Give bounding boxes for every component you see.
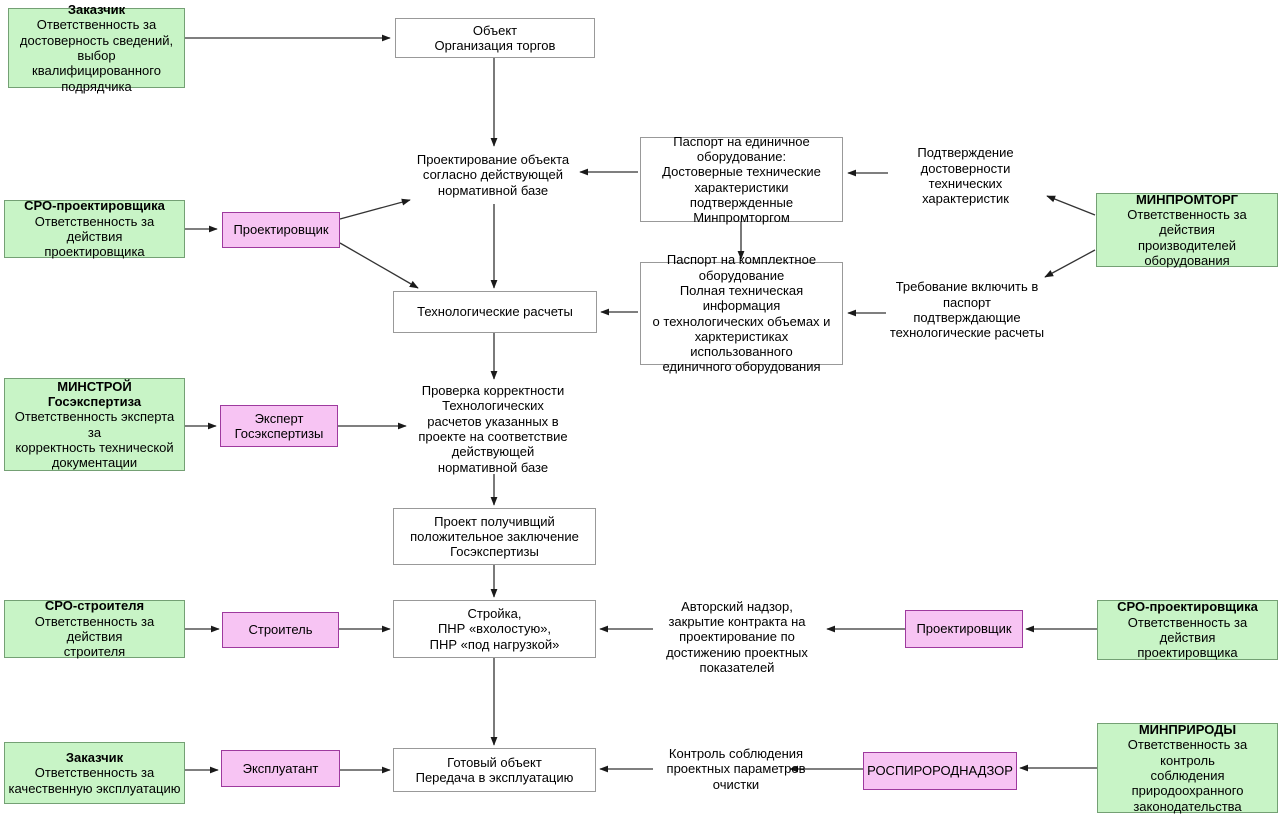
node-title: МИНПРОМТОРГ [1135,191,1239,207]
label-text: Авторский надзор, закрытие контракта на … [666,598,808,675]
label-text: Проверка корректности Технологических ра… [418,383,568,475]
node-title: МИНПРИРОДЫ [1138,722,1237,738]
node-text: Технологические расчеты [417,304,573,320]
node-title: СРО-проектировщика [1117,599,1258,615]
node-title: Заказчик [65,750,124,765]
label-confirmation-characteristics: Подтверждение достоверности технических … [888,144,1043,208]
node-sro-builder: СРО-строителя Ответственность за действи… [4,598,185,660]
node-body: Ответственность за действия проектировщи… [1127,614,1248,661]
node-text: Проектировщик [916,621,1012,637]
label-author-supervision: Авторский надзор, закрытие контракта на … [650,594,824,680]
label-correctness-check: Проверка корректности Технологических ра… [400,382,586,476]
node-body: Ответственность эксперта за корректность… [14,409,175,471]
node-text: Стройка, ПНР «вхолостую», ПНР «под нагру… [429,606,560,652]
node-text: Эксперт Госэкспертизы [234,410,324,441]
label-text: Подтверждение достоверности технических … [917,145,1014,207]
node-rospirorodnadzor: РОСПИРОРОДНАДЗОР [863,752,1017,790]
node-text: Паспорт на комплектное оборудование Полн… [652,252,831,375]
node-title: СРО-проектировщика [24,198,165,214]
node-object-tender: Объект Организация торгов [395,18,595,58]
label-text: Контроль соблюдения проектных параметров… [666,746,806,792]
node-construction: Стройка, ПНР «вхолостую», ПНР «под нагру… [393,600,596,658]
node-customer-bottom: Заказчик Ответственность за качественную… [4,742,185,804]
node-customer-top: Заказчик Ответственность за достоверност… [8,2,185,94]
node-body: Ответственность за действия строителя [34,613,155,660]
node-body: Ответственность за действия проектировщи… [34,213,155,260]
node-sro-designer-1: СРО-проектировщика Ответственность за де… [4,198,185,260]
node-text: Готовый объект Передача в эксплуатацию [415,754,574,785]
label-design-per-norms: Проектирование объекта согласно действую… [398,150,588,200]
node-designer-actor-2: Проектировщик [905,610,1023,648]
node-title: Заказчик [67,2,126,18]
node-body: Ответственность за действия производител… [1127,207,1247,268]
node-passport-complete-equipment: Паспорт на комплектное оборудование Полн… [640,252,843,374]
node-builder-actor: Строитель [222,612,339,648]
node-designer-actor-1: Проектировщик [222,212,340,248]
node-finished-object: Готовый объект Передача в эксплуатацию [393,748,596,792]
node-text: Проект получивщий положительное заключен… [410,513,579,560]
node-sro-designer-2: СРО-проектировщика Ответственность за де… [1097,599,1278,661]
node-operator-actor: Эксплуатант [221,750,340,787]
node-body: Ответственность за качественную эксплуат… [8,765,181,796]
node-body: Ответственность за контроль соблюдения п… [1127,737,1248,814]
node-text: Объект Организация торгов [434,22,556,53]
node-minpromtorg: МИНПРОМТОРГ Ответственность за действия … [1096,191,1278,268]
node-text: Проектировщик [233,222,329,238]
node-title: МИНСТРОЙ [57,378,132,394]
node-minstroy: МИНСТРОЙ Госэкспертиза Ответственность э… [4,378,185,471]
label-requirement-passport: Требование включить в паспорт подтвержда… [882,277,1052,343]
node-text: Паспорт на единичное оборудование: Досто… [662,133,821,226]
node-approved-project: Проект получивщий положительное заключен… [393,508,596,565]
label-parameters-control: Контроль соблюдения проектных параметров… [653,744,819,794]
node-body: Ответственность за достоверность сведени… [19,17,174,94]
label-text: Требование включить в паспорт подтвержда… [889,279,1045,341]
node-minprirody: МИНПРИРОДЫ Ответственность за контроль с… [1097,722,1278,814]
node-tech-calculations: Технологические расчеты [393,291,597,333]
node-text: Строитель [248,622,313,638]
node-passport-single-equipment: Паспорт на единичное оборудование: Досто… [640,134,843,225]
node-text: Эксплуатант [242,760,319,776]
label-text: Проектирование объекта согласно действую… [416,152,570,198]
node-expert-actor: Эксперт Госэкспертизы [220,405,338,447]
node-title: СРО-строителя [44,598,145,614]
node-text: РОСПИРОРОДНАДЗОР [867,763,1013,779]
node-subtitle: Госэкспертиза [47,393,142,409]
